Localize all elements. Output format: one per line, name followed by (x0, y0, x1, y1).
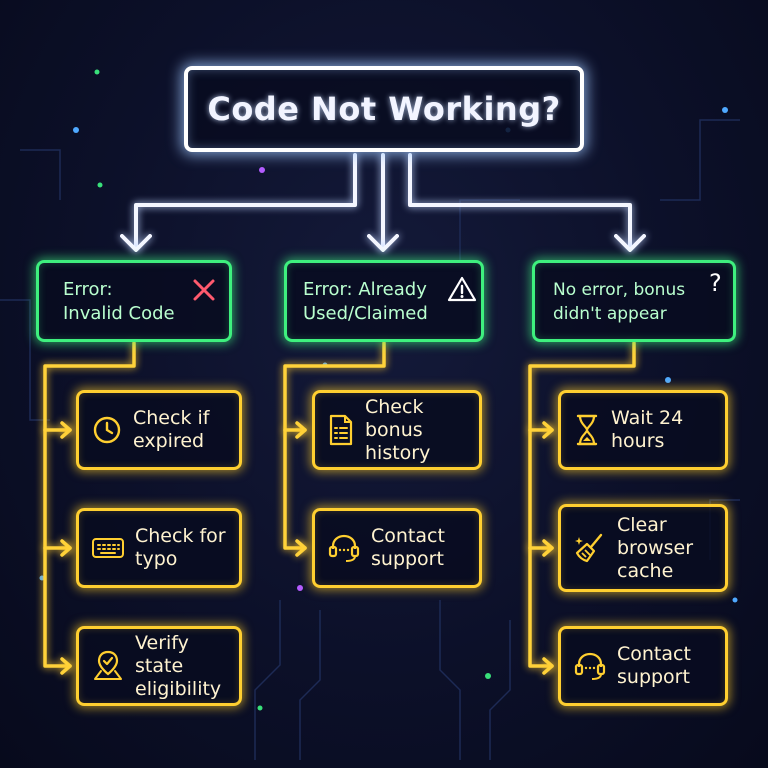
x-mark-icon (191, 277, 217, 310)
headset-icon (573, 649, 607, 683)
background-circuit-traces (0, 69, 740, 760)
clock-icon (91, 414, 123, 446)
step-contact-support-2: Contact support (558, 626, 728, 706)
broom-icon (573, 531, 607, 565)
step-label: Contact support (371, 525, 445, 570)
warning-triangle-icon (447, 275, 477, 310)
step-connectors (43, 341, 636, 675)
flowchart-title: Code Not Working? (184, 66, 584, 152)
branch-header-no-error: No error, bonus didn't appear ? (532, 260, 736, 342)
step-contact-support-1: Contact support (312, 508, 482, 588)
branch-header-label: No error, bonus didn't appear (553, 280, 686, 324)
step-label: Wait 24 hours (611, 407, 684, 452)
headset-icon (327, 531, 361, 565)
step-label: Check for typo (135, 525, 226, 570)
step-check-typo: Check for typo (76, 508, 242, 588)
title-connectors (120, 153, 646, 252)
question-mark-icon: ? (709, 269, 722, 297)
branch-header-invalid-code: Error: Invalid Code (36, 260, 232, 342)
step-label: Check if expired (133, 407, 210, 452)
step-check-bonus-history: Check bonus history (312, 390, 482, 470)
step-label: Contact support (617, 643, 691, 688)
step-verify-state-eligibility: Verify state eligibility (76, 626, 242, 706)
document-list-icon (327, 413, 355, 447)
branch-header-label: Error: Already Used/Claimed (303, 279, 428, 324)
step-label: Verify state eligibility (135, 631, 222, 700)
step-wait-24-hours: Wait 24 hours (558, 390, 728, 470)
branch-header-label: Error: Invalid Code (63, 279, 175, 324)
hourglass-icon (573, 413, 601, 447)
step-label: Check bonus history (365, 395, 431, 464)
step-check-expired: Check if expired (76, 390, 242, 470)
step-clear-browser-cache: Clear browser cache (558, 504, 728, 592)
keyboard-icon (91, 536, 125, 560)
step-label: Clear browser cache (617, 513, 694, 582)
map-pin-check-icon (91, 649, 125, 683)
title-text: Code Not Working? (207, 90, 561, 128)
branch-header-already-used: Error: Already Used/Claimed (284, 260, 484, 342)
